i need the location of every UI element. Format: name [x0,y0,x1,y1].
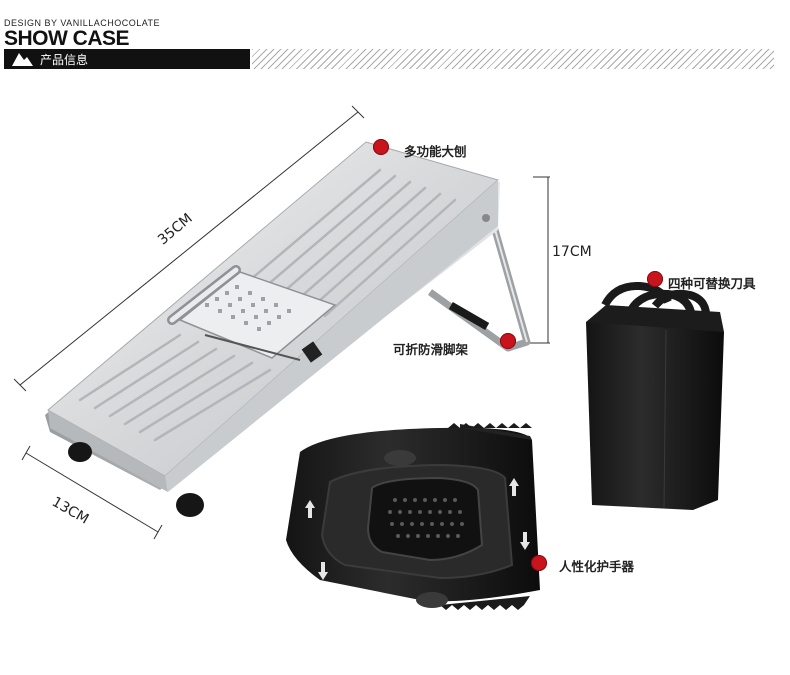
callout-dot-guard [531,555,547,571]
dimension-line-height [527,176,550,344]
callout-dot-stand [500,333,516,349]
callout-dot-blades [647,271,663,287]
callout-blades: 四种可替换刀具 [668,276,756,291]
showcase-title: SHOW CASE [4,27,130,50]
hand-guard [286,423,540,610]
callout-dot-planer [373,139,389,155]
dimension-height-label: 17CM [552,244,592,260]
hatch-divider [252,49,774,69]
design-by-text: DESIGN BY VANILLACHOCOLATE [4,18,161,28]
callout-stand: 可折防滑脚架 [393,342,469,357]
mandoline-slicer [45,141,531,517]
dimension-line-length [13,105,365,392]
section-label: 产品信息 [40,53,89,67]
dimension-line-width [21,445,163,540]
blade-holder [586,281,724,510]
callout-planer: 多功能大刨 [404,144,467,159]
callout-guard: 人性化护手器 [559,559,635,574]
section-header-bar [4,49,250,69]
